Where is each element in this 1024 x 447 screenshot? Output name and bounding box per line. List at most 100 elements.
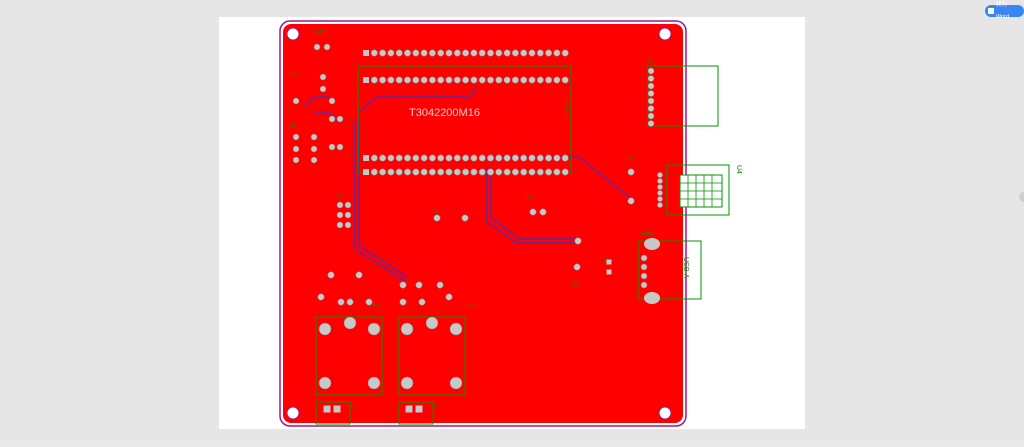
- side-panel-toggle[interactable]: [1019, 192, 1024, 202]
- component-pad: [606, 259, 612, 265]
- header-pin: [528, 49, 536, 57]
- document-icon: [988, 8, 994, 14]
- header-pin: [503, 154, 511, 162]
- header-pin: [462, 168, 470, 176]
- header-pin: [412, 76, 420, 84]
- header-pin: [412, 168, 420, 176]
- header-pin: [520, 168, 528, 176]
- j1-pin: [647, 75, 655, 82]
- header-pin: [478, 49, 486, 57]
- header-pin: [545, 168, 553, 176]
- component-pad: [336, 201, 344, 209]
- component-pad: [336, 115, 344, 123]
- component-pad: [319, 85, 327, 93]
- header-pin: [379, 76, 387, 84]
- header-pin: [536, 76, 544, 84]
- header-pin: [453, 76, 461, 84]
- component-pad: [399, 281, 407, 289]
- header-pin: [428, 76, 436, 84]
- header-pin: [478, 154, 486, 162]
- header-pin: [536, 168, 544, 176]
- component-pads: [292, 43, 663, 413]
- r2-label: R2: [431, 209, 438, 215]
- header-pin: [370, 168, 378, 176]
- switch-terminal: [415, 405, 423, 413]
- status-bar: [0, 441, 1024, 447]
- j1-label: J1: [647, 59, 654, 65]
- header-pin: [462, 154, 470, 162]
- component-pad: [336, 221, 344, 229]
- ch2-label: CH2: [369, 303, 379, 309]
- switch-pad: [425, 316, 439, 330]
- header-pin: [370, 49, 378, 57]
- header-pin: [503, 76, 511, 84]
- component-pad: [310, 156, 318, 164]
- header-pin: [420, 76, 428, 84]
- usb-a-label: USB-A: [682, 257, 689, 279]
- switch-terminal: [333, 405, 341, 413]
- main-module-label: T3042200M16: [409, 107, 480, 119]
- header-pin: [395, 76, 403, 84]
- header-pin: [404, 76, 411, 84]
- header-pin: [487, 168, 494, 176]
- component-pad: [344, 221, 352, 229]
- u4-pin: [657, 190, 663, 196]
- u4-pin: [657, 172, 663, 178]
- header-pin: [478, 168, 486, 176]
- component-pad: [574, 237, 582, 245]
- component-pad: [606, 269, 612, 275]
- header-pin: [520, 49, 528, 57]
- header-pin: [503, 49, 511, 57]
- header-pin: [553, 76, 561, 84]
- k2-label: K2: [431, 403, 437, 409]
- header-pin: [420, 154, 428, 162]
- header-pin: [511, 49, 519, 57]
- component-pad: [344, 211, 352, 219]
- component-pad: [310, 133, 318, 141]
- header-pin: [428, 49, 436, 57]
- component-pad: [433, 214, 441, 222]
- header-pin: [462, 49, 470, 57]
- pcb-board[interactable]: T3042200M16 ESP32 J1 U4 USB-A USB1 LED1 …: [219, 17, 805, 429]
- header-pin: [363, 155, 369, 161]
- c1-label: C1: [335, 193, 342, 199]
- header-pin: [420, 49, 428, 57]
- usb-pin: [640, 281, 648, 289]
- switch-pad: [449, 322, 463, 336]
- j1-pin: [647, 90, 655, 97]
- component-pad: [319, 73, 327, 81]
- mounting-holes: [286, 27, 672, 420]
- component-pad: [336, 211, 344, 219]
- component-pad: [337, 298, 345, 306]
- header-pin: [553, 168, 561, 176]
- component-pad: [292, 156, 300, 164]
- usb-mount-pad: [644, 238, 660, 250]
- header-pin: [445, 168, 453, 176]
- header-pin: [404, 154, 411, 162]
- header-pin: [379, 49, 387, 57]
- header-pin: [470, 168, 478, 176]
- u4-pin: [657, 202, 663, 208]
- board-outline: [279, 20, 687, 427]
- header-pin: [387, 154, 395, 162]
- u4-label: U4: [735, 165, 742, 174]
- header-pin: [495, 154, 503, 162]
- header-pin: [395, 168, 403, 176]
- header-pin: [520, 76, 528, 84]
- j1-pin: [647, 120, 655, 127]
- header-pin: [511, 168, 519, 176]
- convert-to-word-button[interactable]: 转为Word: [985, 2, 1024, 20]
- header-pin: [511, 154, 519, 162]
- component-pad: [529, 208, 537, 216]
- component-pad: [328, 115, 336, 123]
- k1-label: K1: [349, 403, 355, 409]
- header-pin: [495, 49, 503, 57]
- usb-pin: [640, 254, 648, 262]
- header-pin: [437, 154, 445, 162]
- switch-pad: [343, 316, 357, 330]
- header-pin: [470, 49, 478, 57]
- header-pin: [470, 154, 478, 162]
- component-pad: [327, 271, 335, 279]
- header-pin: [545, 154, 553, 162]
- component-pad: [399, 298, 407, 306]
